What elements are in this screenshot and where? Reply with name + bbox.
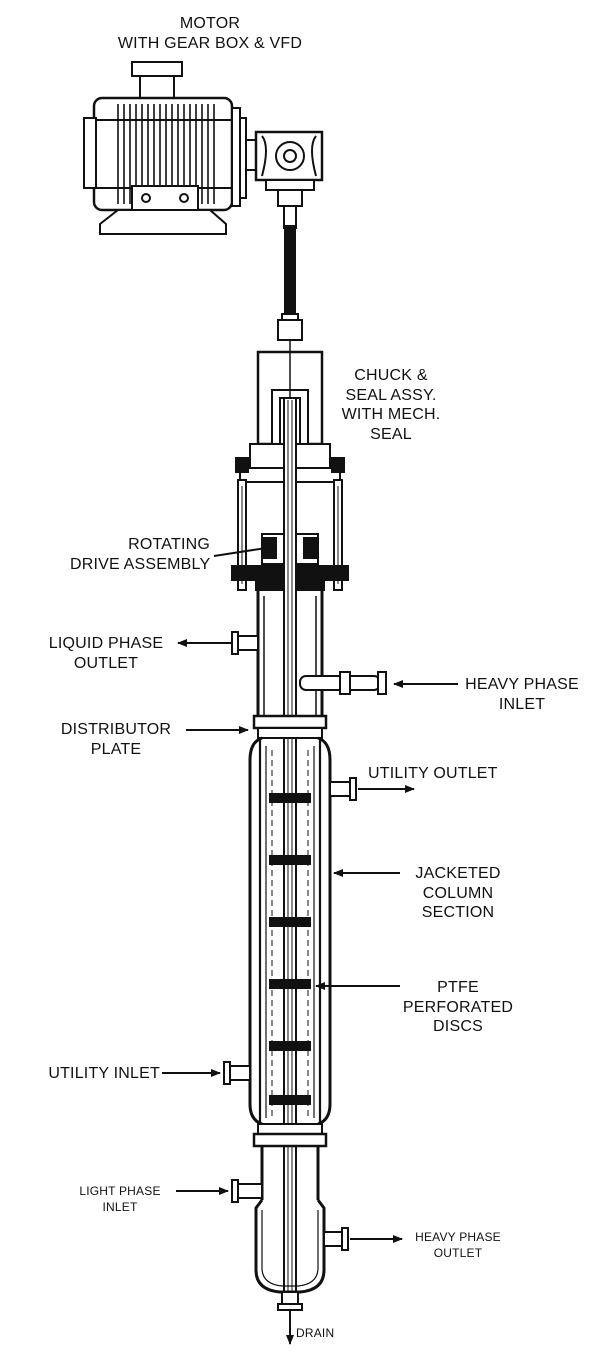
- jacketed-column: [223, 736, 357, 1126]
- label-heavy-phase-inlet: HEAVY PHASE INLET: [465, 676, 579, 713]
- coupling-shaft: [277, 225, 303, 341]
- label-ptfe-discs: PTFE PERFORATED DISCS: [402, 979, 514, 1036]
- label-light-phase-inlet: LIGHT PHASE INLET: [79, 1184, 161, 1214]
- arrow-rotating-drive: [213, 547, 267, 557]
- upper-shell: [231, 590, 387, 716]
- distributor-flange: [252, 714, 328, 739]
- lower-flange: [252, 1123, 328, 1148]
- label-jacketed-column: JACKETED COLUMN SECTION: [415, 865, 501, 922]
- gearbox-icon: [245, 130, 324, 229]
- label-drain: DRAIN: [296, 1326, 335, 1340]
- label-liquid-phase-outlet: LIQUID PHASE OUTLET: [48, 635, 164, 672]
- label-rotating-drive: ROTATING DRIVE ASSEMBLY: [70, 536, 211, 573]
- label-utility-inlet: UTILITY INLET: [48, 1065, 160, 1082]
- label-heavy-phase-outlet: HEAVY PHASE OUTLET: [415, 1230, 501, 1260]
- label-motor: MOTOR WITH GEAR BOX & VFD: [117, 15, 303, 52]
- label-chuck-seal: CHUCK & SEAL ASSY. WITH MECH. SEAL: [341, 367, 441, 444]
- central-shaft: [283, 397, 297, 1307]
- label-distributor-plate: DISTRIBUTOR PLATE: [60, 721, 172, 758]
- label-utility-outlet: UTILITY OUTLET: [368, 765, 498, 782]
- settler-section: [231, 1146, 349, 1311]
- motor-icon: [83, 61, 247, 235]
- leader-lines: [162, 547, 458, 1345]
- disc-rods: [271, 750, 309, 1116]
- ptfe-discs: [269, 793, 311, 1105]
